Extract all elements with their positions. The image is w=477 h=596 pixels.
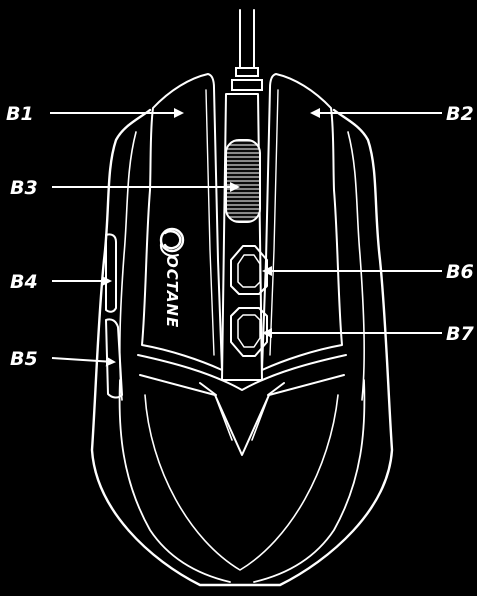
brand-name: OCTANE bbox=[163, 255, 181, 328]
label-b7: B7 bbox=[446, 323, 474, 345]
mouse-cable bbox=[231, 9, 263, 91]
octane-logo: OCTANE bbox=[159, 227, 185, 328]
label-b6: B6 bbox=[446, 261, 474, 283]
front-chevron bbox=[137, 354, 347, 456]
dpi-down-button-b7 bbox=[230, 307, 268, 357]
left-button-b1 bbox=[141, 73, 223, 371]
side-button-b4 bbox=[105, 233, 117, 313]
dpi-up-button-b6 bbox=[230, 245, 268, 295]
label-b3: B3 bbox=[10, 177, 38, 199]
right-button-b2 bbox=[261, 73, 343, 371]
center-strip bbox=[221, 93, 263, 381]
side-button-b5 bbox=[105, 318, 123, 399]
button-labels: B1 B2 B3 B4 B5 B6 B7 bbox=[6, 103, 474, 370]
label-b1: B1 bbox=[6, 103, 34, 125]
label-b4: B4 bbox=[10, 271, 38, 293]
label-b5: B5 bbox=[10, 348, 38, 370]
scroll-wheel-b3 bbox=[225, 139, 261, 223]
octane-swirl-logo-icon bbox=[159, 227, 185, 257]
callout-arrows bbox=[50, 108, 442, 367]
label-b2: B2 bbox=[446, 103, 474, 125]
arrow-b5 bbox=[51, 356, 116, 367]
mouse-body bbox=[90, 108, 394, 587]
